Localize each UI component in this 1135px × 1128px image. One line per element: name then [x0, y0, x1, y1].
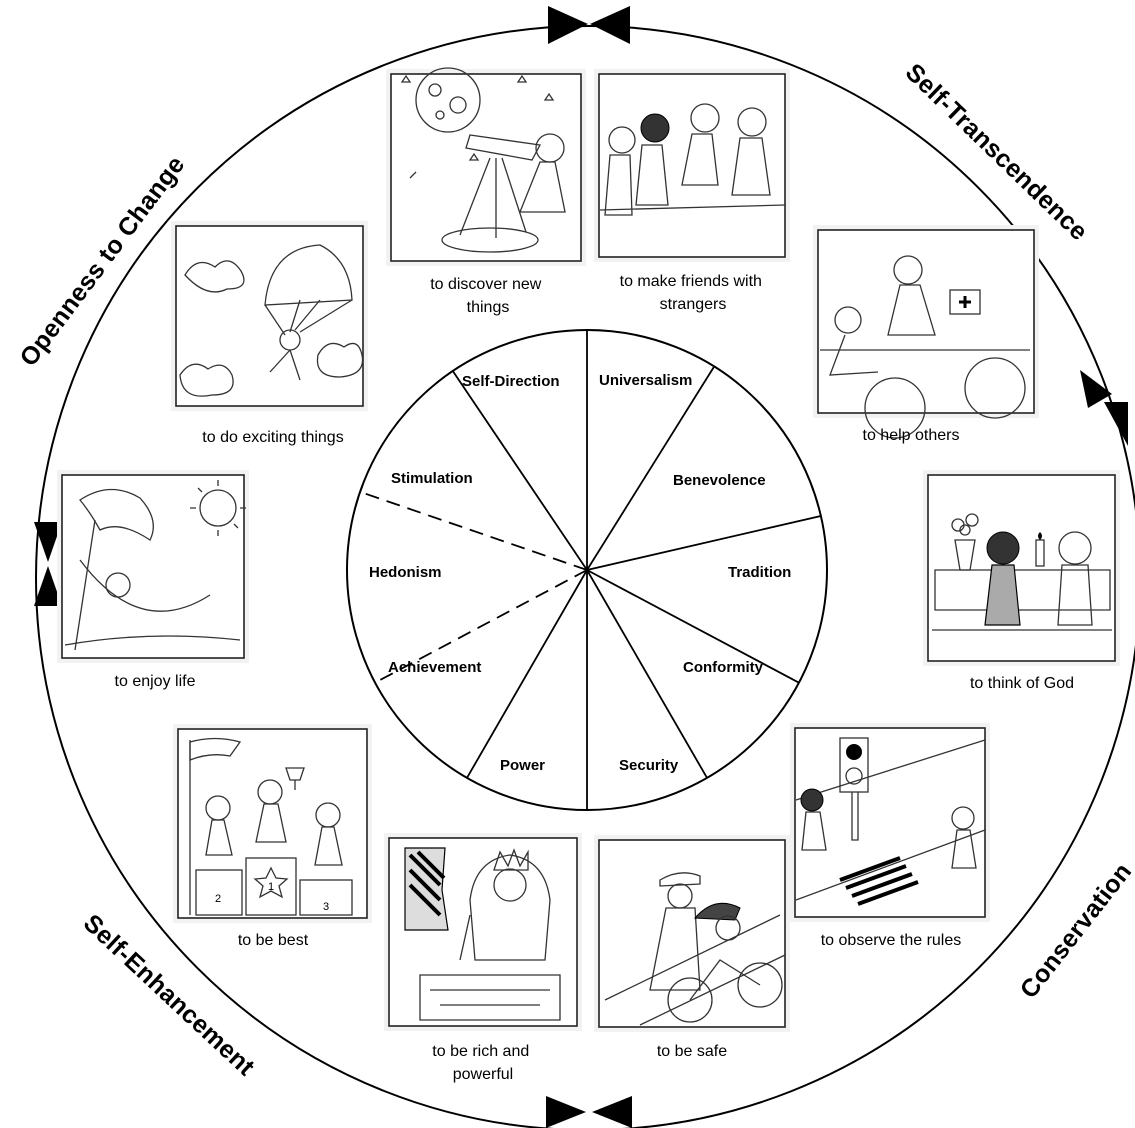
caption-rich: to be rich and powerful: [432, 1043, 533, 1083]
bowtie-marker-top: [548, 6, 630, 44]
bowtie-marker-left: [34, 522, 62, 606]
police-cap-icon: [659, 872, 701, 887]
wheel-spoke: [586, 365, 715, 571]
cloud-icon: [184, 260, 245, 293]
wheel-spoke: [586, 569, 800, 684]
wheel-spoke: [452, 370, 588, 571]
quadrant-label-self-transcendence: Self-Transcendence: [900, 58, 1093, 246]
star-icon: [253, 866, 289, 899]
stump-icon: [441, 227, 539, 253]
podium-second-icon: [195, 869, 243, 916]
crown-icon: [493, 848, 529, 871]
children-winners-icon: [205, 803, 343, 866]
quadrant-label-conservation: Conservation: [1015, 858, 1135, 1004]
king-icon: [493, 868, 527, 902]
parachute-icon: [264, 244, 353, 306]
throne-icon: [469, 854, 551, 961]
panel-exciting: [171, 221, 368, 411]
caption-safe: to be safe: [657, 1043, 727, 1060]
child-relaxing-icon: [105, 572, 131, 598]
bicycle-icon: [864, 377, 926, 439]
caption-rules: to observe the rules: [821, 932, 962, 949]
trophy-icon: [285, 767, 305, 790]
flag-icon: [189, 737, 242, 761]
first-aid-kit-icon: [949, 289, 981, 315]
caption-enjoy: to enjoy life: [115, 673, 196, 690]
segment-label-power: Power: [500, 757, 545, 774]
wheel-spoke: [466, 569, 588, 779]
caption-best: to be best: [238, 932, 309, 949]
caption-discover: to discover new things: [430, 276, 546, 316]
caption-friends: to make friends with strangers: [620, 273, 767, 313]
outer-ring: [35, 25, 1135, 1128]
segment-label-self-direction: Self-Direction: [462, 373, 560, 390]
quadrant-label-openness: Openness to Change: [14, 151, 190, 372]
panel-friends: [594, 69, 790, 262]
segment-label-hedonism: Hedonism: [369, 564, 442, 581]
wheel-spoke-dashed: [374, 569, 588, 684]
segment-label-benevolence: Benevolence: [673, 472, 766, 489]
segment-label-universalism: Universalism: [599, 372, 692, 389]
panel-help: [813, 225, 1039, 439]
podium-number-1: 1: [268, 881, 274, 893]
segment-label-conformity: Conformity: [683, 659, 764, 676]
moon-icon: [415, 67, 481, 133]
children-group-icon: [604, 133, 771, 216]
child-body-icon: [519, 161, 566, 213]
panel-best: 2 1 3: [173, 724, 372, 923]
praying-child-icon: [984, 564, 1021, 626]
police-officer-icon: [649, 907, 701, 991]
caption-help: to help others: [863, 427, 960, 444]
wheel-spoke: [586, 515, 822, 571]
podium-third-icon: [299, 879, 353, 916]
tripod-icon: [459, 157, 527, 238]
panel-rules: [790, 723, 990, 922]
podium-first-icon: [245, 857, 297, 916]
telescope-icon: [465, 134, 542, 161]
panel-safe: [594, 835, 790, 1032]
crosswalk-icon: [839, 856, 919, 906]
segment-label-security: Security: [619, 757, 679, 774]
podium-number-2: 2: [215, 893, 221, 905]
segment-label-achievement: Achievement: [388, 659, 481, 676]
panel-rich: [384, 833, 582, 1031]
star-icon: [400, 74, 555, 179]
altar-table-icon: [934, 569, 1111, 611]
quadrant-label-self-enhancement: Self-Enhancement: [78, 909, 260, 1082]
steps-icon: [419, 974, 561, 1021]
bowtie-marker-bottom: [546, 1096, 632, 1128]
helper-child-icon: [887, 284, 936, 336]
panel-god: [923, 470, 1120, 666]
wheel-spoke-dashed: [359, 491, 588, 571]
sun-icon: [199, 489, 237, 527]
fallen-child-icon: [829, 334, 879, 376]
center-wheel: Self-Direction Universalism Benevolence …: [346, 329, 828, 811]
caption-god: to think of God: [970, 675, 1074, 692]
panel-discover: [386, 67, 586, 266]
segment-label-tradition: Tradition: [728, 564, 791, 581]
child-waiting-icon: [801, 811, 827, 851]
bicycle-icon: [667, 977, 713, 1023]
bowtie-marker-right: [1080, 370, 1128, 446]
scepter-icon: [459, 914, 471, 961]
hammock-icon: [79, 559, 211, 612]
wheel-spoke: [586, 569, 708, 779]
child-cyclist-icon: [715, 915, 741, 941]
traffic-light-icon: [839, 737, 869, 793]
segment-label-stimulation: Stimulation: [391, 470, 473, 487]
panel-enjoy: [57, 470, 249, 663]
caption-exciting: to do exciting things: [202, 429, 343, 446]
podium-number-3: 3: [323, 901, 329, 913]
